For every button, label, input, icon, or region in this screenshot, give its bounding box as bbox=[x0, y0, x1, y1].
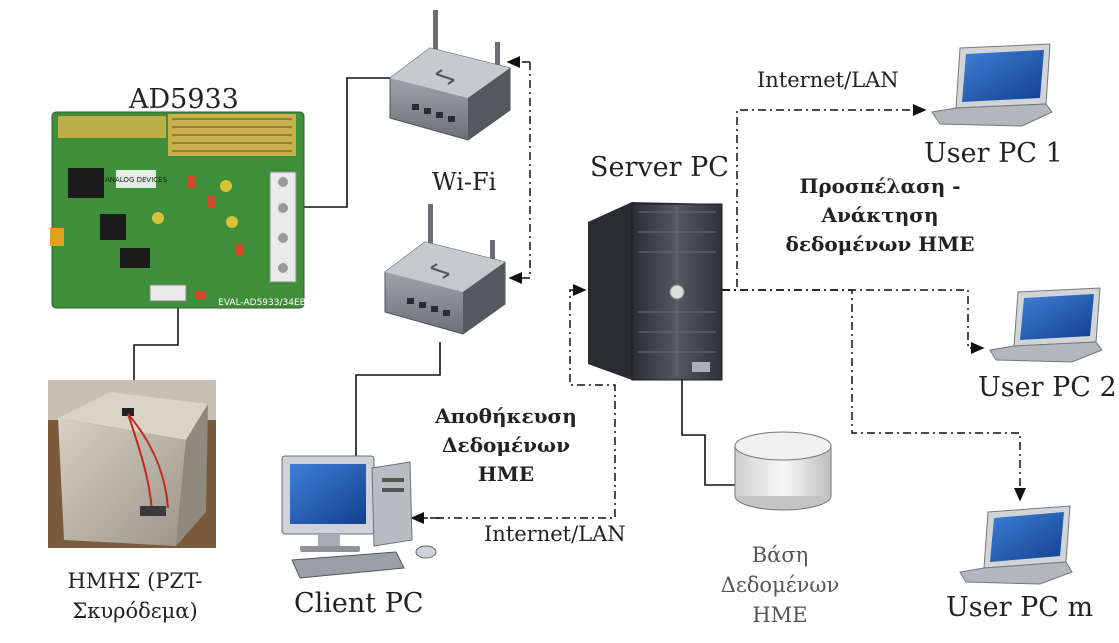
laptop-userm-icon bbox=[959, 505, 1073, 585]
client-label: Client PC bbox=[294, 588, 424, 619]
store-line-2: Δεδομένων bbox=[442, 433, 570, 457]
store-line-3: ΗΜΕ bbox=[477, 462, 535, 486]
laptop-user2-icon bbox=[989, 287, 1103, 363]
specimen-line-2: Σκυρόδεμα) bbox=[72, 599, 198, 623]
laptop-user1-icon bbox=[931, 43, 1053, 127]
wifi-router-2-icon bbox=[384, 204, 506, 335]
internet-top-label: Internet/LAN bbox=[757, 68, 899, 92]
specimen-label: ΗΜΗΣ (PZT- Σκυρόδεμα) bbox=[40, 566, 230, 626]
store-line-1: Αποθήκευση bbox=[435, 404, 577, 428]
wifi-label: Wi-Fi bbox=[432, 168, 497, 196]
board-to-wifi1-line bbox=[300, 77, 392, 208]
access-annotation: Προσπέλαση - Ανάκτηση δεδομένων ΗΜΕ bbox=[760, 172, 1000, 259]
internet-bottom-label: Internet/LAN bbox=[484, 522, 626, 546]
server-tower-icon bbox=[588, 202, 723, 381]
access-line-3: δεδομένων ΗΜΕ bbox=[785, 232, 975, 256]
server-to-userm-line bbox=[722, 289, 1026, 502]
database-label: Βάση Δεδομένων ΗΜΕ bbox=[700, 540, 860, 630]
server-to-db-line bbox=[681, 380, 735, 486]
wifi-router-1-icon bbox=[389, 10, 511, 141]
client-to-server-line bbox=[418, 284, 616, 519]
wifi2-to-client-line bbox=[355, 342, 441, 470]
user2-label: User PC 2 bbox=[978, 372, 1117, 403]
specimen-line-1: ΗΜΗΣ (PZT- bbox=[67, 569, 203, 593]
user1-label: User PC 1 bbox=[924, 138, 1063, 169]
database-cylinder-icon bbox=[734, 431, 832, 511]
store-annotation: Αποθήκευση Δεδομένων ΗΜΕ bbox=[406, 402, 606, 489]
client-pc-icon bbox=[281, 455, 437, 579]
specimen-photo bbox=[48, 380, 216, 548]
server-label: Server PC bbox=[590, 152, 729, 183]
solid-connections bbox=[133, 77, 735, 486]
ad5933-board: ANALOG DEVICES EVAL-AD5933/34EB bbox=[50, 111, 306, 309]
db-line-3: ΗΜΕ bbox=[752, 603, 808, 627]
dashed-connections bbox=[410, 56, 1026, 524]
access-line-1: Προσπέλαση - bbox=[799, 174, 961, 198]
db-line-1: Βάση bbox=[751, 543, 809, 567]
board-to-specimen-line bbox=[133, 308, 179, 380]
userm-label: User PC m bbox=[946, 592, 1094, 623]
board-silkscreen-text: EVAL-AD5933/34EB bbox=[218, 298, 306, 308]
board-title: AD5933 bbox=[129, 84, 239, 115]
wifi-link-line bbox=[508, 62, 531, 284]
server-to-user2-line bbox=[722, 289, 985, 354]
db-line-2: Δεδομένων bbox=[720, 573, 840, 597]
board-brand-text: ANALOG DEVICES bbox=[105, 176, 168, 184]
access-line-2: Ανάκτηση bbox=[821, 203, 939, 227]
